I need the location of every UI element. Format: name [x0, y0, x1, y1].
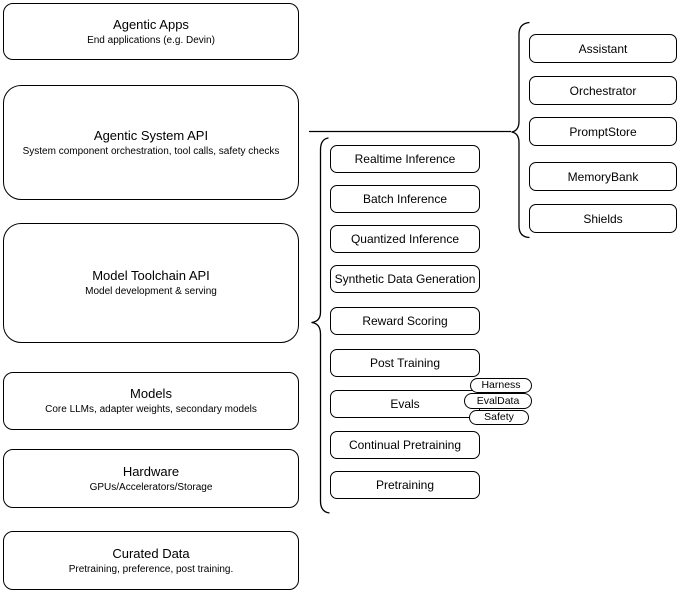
node-title: Curated Data — [112, 545, 190, 561]
node-label: Shields — [583, 211, 623, 226]
node-agentic-system-api: Agentic System API System component orch… — [3, 85, 299, 200]
node-synthetic-data-generation: Synthetic Data Generation — [330, 265, 480, 293]
node-shields: Shields — [529, 204, 677, 233]
node-post-training: Post Training — [330, 349, 480, 377]
node-assistant: Assistant — [529, 34, 677, 63]
node-evals: Evals — [330, 390, 480, 418]
node-continual-pretraining: Continual Pretraining — [330, 431, 480, 459]
node-label: Continual Pretraining — [348, 438, 462, 452]
node-title: Hardware — [122, 463, 180, 479]
components-group-brace — [511, 21, 530, 239]
node-label: Batch Inference — [362, 192, 448, 206]
node-subtitle: Core LLMs, adapter weights, secondary mo… — [45, 404, 257, 415]
node-evals-harness: Harness — [470, 378, 532, 393]
node-agentic-apps: Agentic Apps End applications (e.g. Devi… — [3, 3, 299, 60]
node-curated-data: Curated Data Pretraining, preference, po… — [3, 531, 299, 590]
node-label: Pretraining — [375, 478, 435, 492]
node-title: Model Toolchain API — [92, 268, 210, 283]
node-label: Reward Scoring — [362, 314, 448, 328]
node-quantized-inference: Quantized Inference — [330, 225, 480, 253]
node-label: Orchestrator — [569, 83, 637, 98]
node-memorybank: MemoryBank — [529, 162, 677, 191]
node-label: Evals — [390, 397, 420, 411]
node-evals-safety: Safety — [469, 410, 529, 425]
node-models: Models Core LLMs, adapter weights, secon… — [3, 372, 299, 430]
node-subtitle: Pretraining, preference, post training. — [68, 563, 234, 575]
node-evals-evaldata: EvalData — [464, 393, 532, 409]
node-title: Agentic Apps — [113, 16, 189, 32]
node-subtitle: Model development & serving — [85, 286, 217, 297]
node-label: Synthetic Data Generation — [334, 272, 476, 286]
node-label: Quantized Inference — [350, 232, 460, 246]
node-model-toolchain-api: Model Toolchain API Model development & … — [3, 223, 299, 343]
node-hardware: Hardware GPUs/Accelerators/Storage — [3, 449, 299, 508]
node-title: Models — [130, 386, 172, 401]
node-orchestrator: Orchestrator — [529, 76, 677, 105]
node-subtitle: End applications (e.g. Devin) — [87, 34, 215, 46]
node-realtime-inference: Realtime Inference — [330, 145, 480, 173]
toolchain-group-brace — [311, 137, 330, 514]
node-pretraining: Pretraining — [330, 471, 480, 499]
node-label: Assistant — [578, 41, 628, 56]
node-label: PromptStore — [569, 124, 637, 139]
node-promptstore: PromptStore — [529, 117, 677, 146]
node-label: MemoryBank — [567, 169, 639, 184]
node-subtitle: System component orchestration, tool cal… — [22, 145, 280, 157]
node-batch-inference: Batch Inference — [330, 185, 480, 213]
node-label: Post Training — [369, 356, 441, 370]
node-label: Realtime Inference — [354, 152, 456, 166]
node-reward-scoring: Reward Scoring — [330, 307, 480, 335]
node-subtitle: GPUs/Accelerators/Storage — [89, 481, 213, 493]
node-title: Agentic System API — [93, 127, 209, 143]
